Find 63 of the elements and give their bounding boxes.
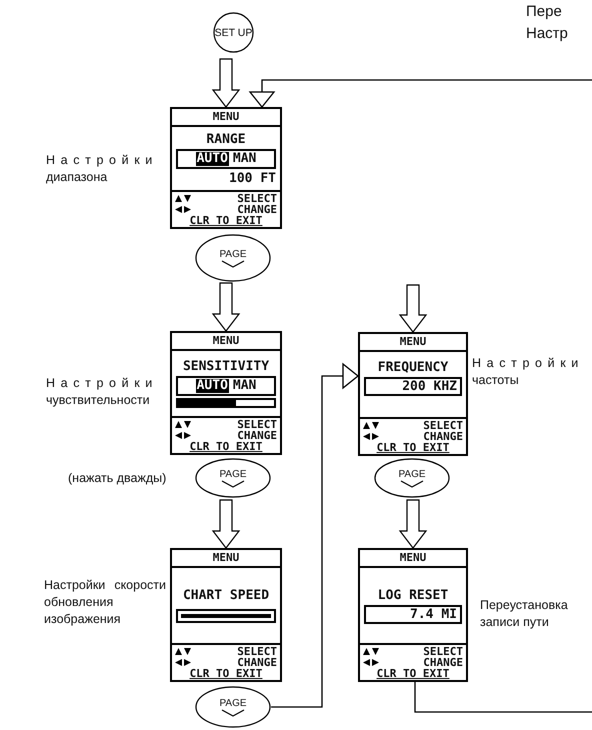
screen-title: CHART SPEED bbox=[182, 588, 270, 603]
key-hint: CHANGE bbox=[423, 431, 463, 442]
setting-caption: Настройки скорости обновления изображения bbox=[44, 577, 166, 628]
page-key bbox=[195, 686, 271, 728]
block-arrow bbox=[398, 284, 428, 333]
key-hint: CLR TO EXIT bbox=[376, 668, 450, 679]
key-hint: SELECT bbox=[237, 646, 277, 657]
lcd-screen bbox=[358, 548, 468, 682]
setting-caption: (нажать дважды) bbox=[68, 470, 168, 487]
option: MAN bbox=[232, 379, 256, 393]
menu-header: MENU bbox=[172, 550, 280, 568]
key-hint: CLR TO EXIT bbox=[190, 668, 262, 679]
key-hint: CLR TO EXIT bbox=[190, 441, 262, 452]
setting-caption: Настройки диапазона bbox=[46, 152, 159, 186]
value-field: 7.4 MI bbox=[364, 604, 462, 624]
key-label: SET UP bbox=[214, 26, 252, 38]
block-arrow bbox=[212, 58, 240, 108]
setting-caption: Переустановка записи пути bbox=[480, 597, 569, 631]
block-arrow bbox=[398, 499, 428, 549]
key-hint: CLR TO EXIT bbox=[376, 442, 450, 453]
key-label: PAGE bbox=[219, 248, 247, 260]
key-label: PAGE bbox=[398, 468, 426, 480]
key-hint: CHANGE bbox=[237, 430, 277, 441]
key-label: PAGE bbox=[219, 698, 247, 708]
selected-option: AUTO bbox=[196, 379, 229, 393]
key-hint: CHANGE bbox=[237, 204, 277, 215]
key-hint: CHANGE bbox=[237, 657, 277, 668]
screen-title: FREQUENCY bbox=[376, 360, 450, 374]
connector-line bbox=[414, 682, 592, 713]
menu-header: MENU bbox=[172, 109, 280, 127]
setting-caption: Настройки чувствительности bbox=[46, 375, 159, 409]
option: MAN bbox=[232, 152, 256, 166]
arrow bbox=[271, 363, 359, 708]
menu-header: MENU bbox=[360, 550, 466, 568]
key-hint: SELECT bbox=[237, 193, 277, 204]
block-arrow bbox=[212, 282, 240, 332]
block-arrow bbox=[212, 499, 240, 549]
page-key bbox=[195, 458, 271, 498]
setting-caption: Настройки частоты bbox=[472, 355, 582, 389]
lcd-screen bbox=[358, 332, 468, 456]
key-hint: SELECT bbox=[423, 420, 463, 431]
value-field: 200 KHZ bbox=[364, 376, 462, 396]
arrow bbox=[249, 79, 592, 108]
screen-title: LOG RESET bbox=[376, 588, 450, 602]
selected-option: AUTO bbox=[196, 152, 229, 166]
lcd-screen bbox=[170, 107, 282, 229]
lcd-screen bbox=[170, 548, 282, 682]
screen-title: RANGE bbox=[205, 132, 247, 146]
screen-title: SENSITIVITY bbox=[182, 359, 270, 374]
lcd-screen bbox=[170, 331, 282, 455]
page-key bbox=[374, 458, 450, 498]
setting-value: 100 FT bbox=[228, 170, 276, 186]
note-text: Пере bbox=[526, 2, 562, 22]
menu-header: MENU bbox=[360, 334, 466, 352]
note-text: Настр bbox=[526, 24, 568, 44]
key-hint: SELECT bbox=[423, 646, 463, 657]
key-hint: CLR TO EXIT bbox=[190, 215, 262, 226]
key-hint: SELECT bbox=[237, 419, 277, 430]
key-hint: CHANGE bbox=[423, 657, 463, 668]
menu-header: MENU bbox=[172, 333, 280, 351]
key-label: PAGE bbox=[219, 468, 247, 480]
page-key bbox=[195, 234, 271, 282]
setup-key bbox=[213, 12, 254, 53]
